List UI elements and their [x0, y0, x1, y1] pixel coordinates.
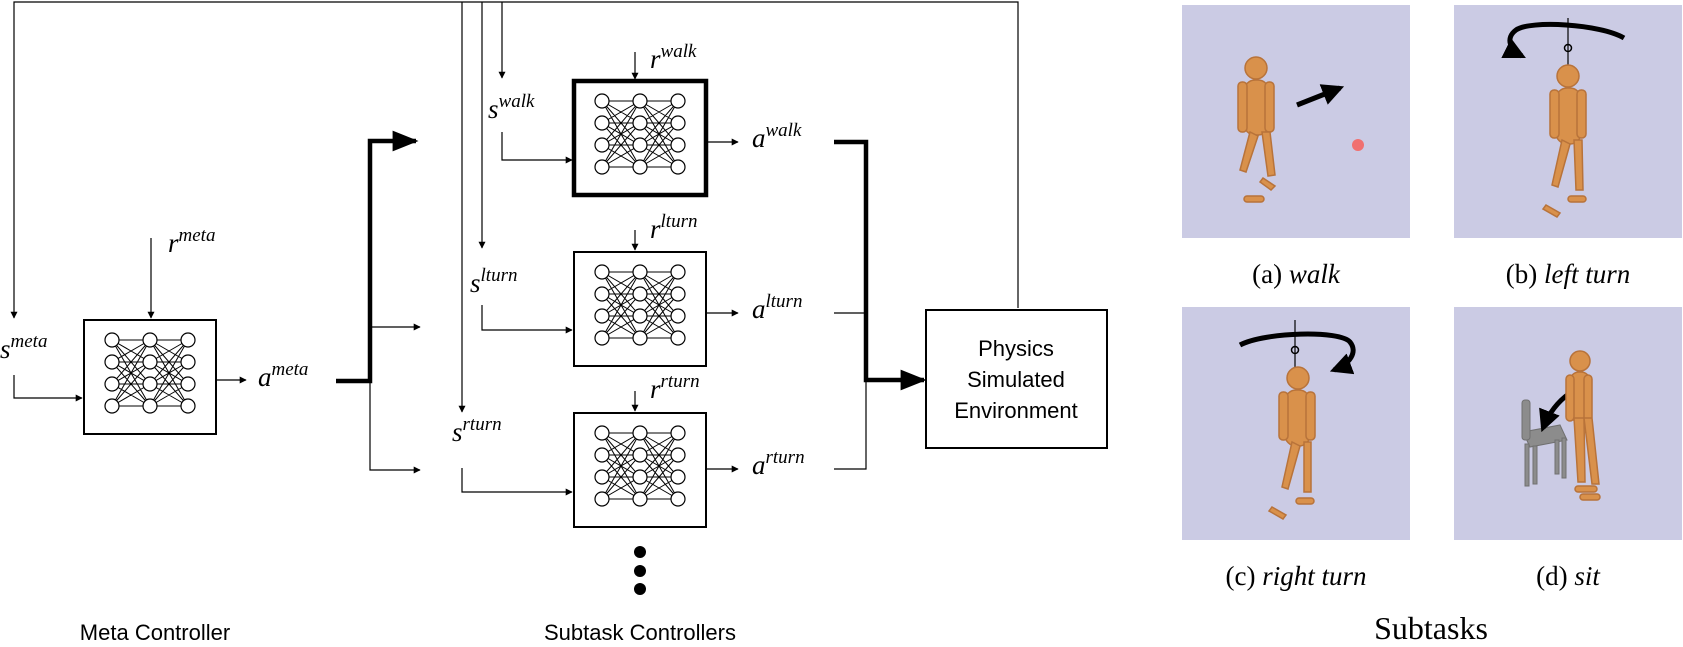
more-subtasks-ellipsis — [634, 546, 646, 595]
left-turn-rotation-arrow — [1501, 21, 1626, 59]
subtask-action-routing — [834, 139, 927, 470]
lturn-action-label: alturn — [752, 291, 802, 324]
panel-right-turn-caption: (c) right turn — [1226, 561, 1367, 591]
panel-right-turn — [1182, 307, 1410, 540]
walk-reward-label: rwalk — [650, 41, 697, 74]
panel-left-turn-caption: (b) left turn — [1506, 259, 1630, 289]
meta-reward-label: rmeta — [168, 225, 215, 258]
left-turn-character — [1541, 64, 1587, 218]
rturn-action-label: arturn — [752, 447, 805, 480]
subtask-lturn: slturn rlturn alturn — [470, 211, 802, 367]
meta-state-feedback — [10, 1, 1019, 319]
walk-state-arrow — [501, 132, 573, 164]
walk-character — [1237, 56, 1277, 203]
meta-state-arrow — [13, 375, 83, 402]
environment-box — [925, 309, 1108, 449]
right-turn-character — [1267, 366, 1316, 520]
meta-controller: smeta rmeta ameta — [0, 225, 308, 435]
lturn-reward-label: rlturn — [650, 211, 697, 244]
route-arrow-rturn — [369, 381, 421, 474]
environment-label-line1: Physics — [978, 336, 1054, 361]
subtask-rturn: srturn rrturn arturn — [452, 371, 805, 528]
panel-sit-caption: (d) sit — [1536, 561, 1601, 591]
meta-controller-caption: Meta Controller — [80, 620, 230, 645]
subtask-walk: swalk rwalk awalk — [488, 41, 802, 198]
right-turn-rotation-arrow — [1238, 331, 1356, 375]
subtasks-title: Subtasks — [1374, 610, 1488, 646]
rturn-reward-label: rrturn — [650, 371, 700, 404]
state-feedback-lines — [10, 1, 1019, 413]
walk-action-label: awalk — [752, 120, 802, 153]
selected-action-to-env — [834, 139, 927, 391]
lturn-state-arrow — [481, 305, 573, 334]
walk-target-marker — [1352, 139, 1364, 151]
lturn-state-label: slturn — [470, 265, 517, 298]
panel-walk — [1182, 5, 1410, 238]
environment-label-line3: Environment — [954, 398, 1078, 423]
rturn-action-to-env — [834, 380, 867, 470]
rturn-state-arrow — [461, 468, 573, 496]
rturn-state-label: srturn — [452, 414, 502, 447]
right-turn-pivot — [1290, 345, 1300, 355]
walk-direction-arrow — [1296, 84, 1345, 108]
physics-environment: Physics Simulated Environment — [925, 309, 1108, 449]
selected-route-arrow — [336, 130, 419, 384]
environment-label-line2: Simulated — [967, 367, 1065, 392]
meta-action-routing — [336, 130, 421, 474]
meta-action-label: ameta — [258, 359, 308, 392]
panel-sit-background — [1454, 307, 1682, 540]
panel-sit — [1454, 307, 1682, 540]
walk-state-label: swalk — [488, 91, 535, 124]
left-turn-pivot — [1563, 43, 1573, 53]
panel-left-turn — [1454, 5, 1682, 238]
subtask-controllers-caption: Subtask Controllers — [544, 620, 736, 645]
meta-state-label: smeta — [0, 331, 47, 364]
panel-walk-background — [1182, 5, 1410, 238]
sit-character — [1565, 350, 1601, 501]
panel-walk-caption: (a) walk — [1252, 259, 1341, 289]
